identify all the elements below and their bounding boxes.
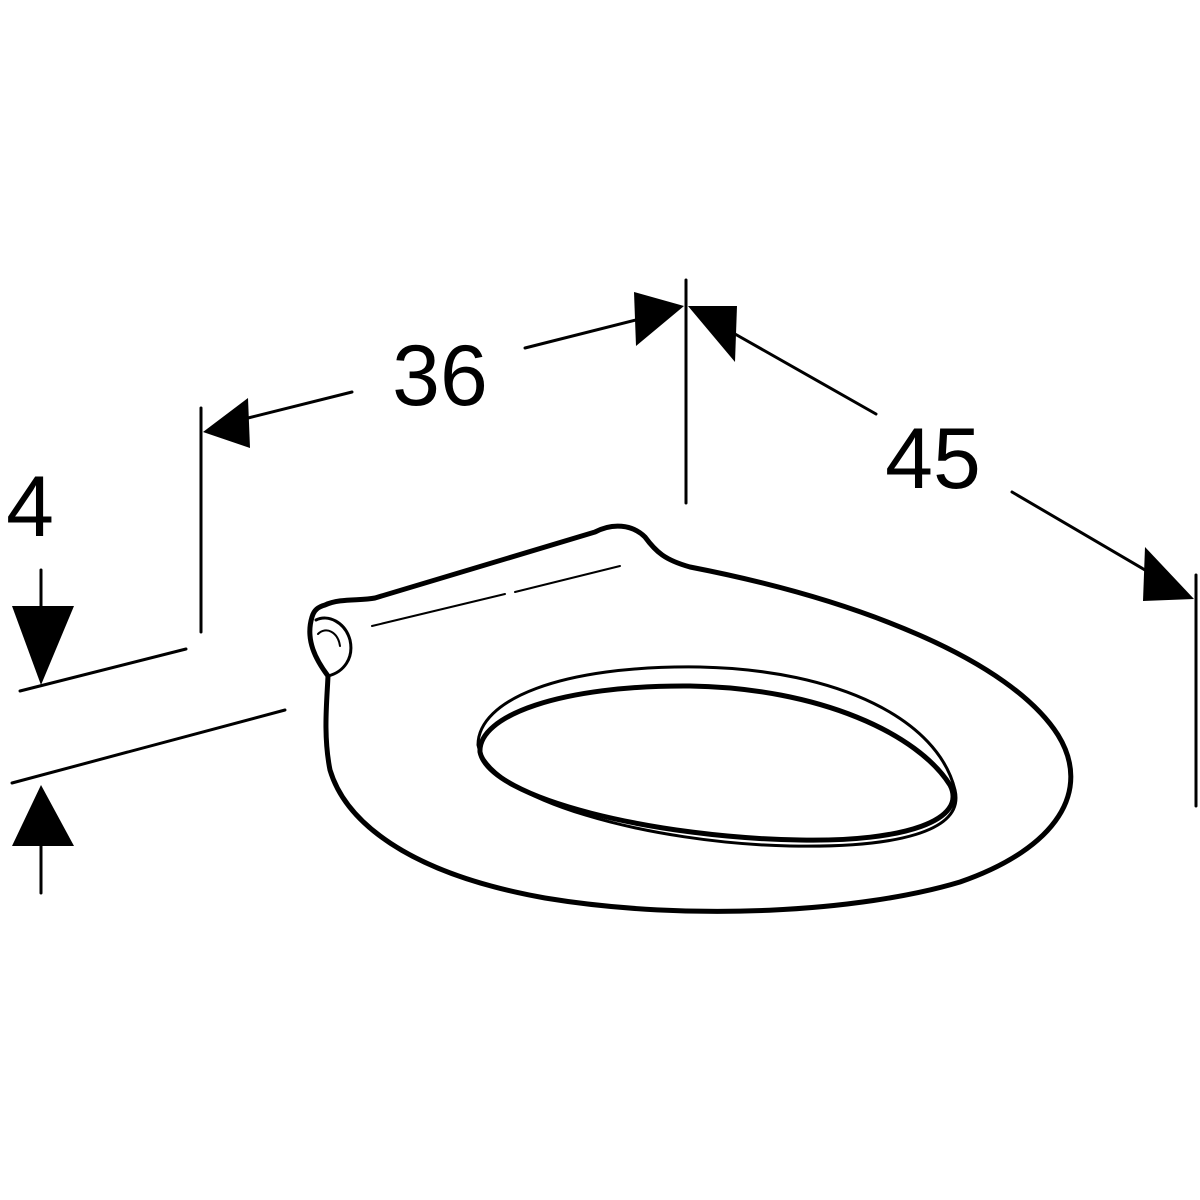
seat-opening-rim	[476, 665, 958, 848]
height-dimension: 4	[6, 459, 287, 895]
toilet-seat	[307, 523, 1074, 914]
depth-dimension: 45	[688, 306, 1198, 808]
width-dimension-line-left	[246, 390, 354, 420]
seat-hinge-cap	[314, 616, 353, 678]
width-arrow-right	[634, 292, 684, 346]
height-arrow-down	[12, 606, 74, 685]
height-label: 4	[6, 459, 54, 555]
seat-outer-contour	[307, 523, 1074, 914]
height-arrow-up	[12, 785, 74, 846]
seat-hinge-detail	[317, 629, 341, 647]
width-dimension-line-right	[523, 318, 638, 350]
depth-dimension-line-top	[733, 332, 878, 416]
width-arrow-left	[203, 398, 250, 448]
depth-arrow-bottom	[1143, 547, 1194, 601]
depth-label: 45	[885, 411, 981, 507]
width-label: 36	[392, 328, 488, 424]
depth-dimension-line-bottom	[1010, 490, 1147, 572]
height-extension-top	[18, 647, 188, 693]
height-extension-bottom	[10, 708, 287, 785]
seat-opening-edge	[477, 683, 956, 843]
seat-edge-highlight-2	[514, 565, 621, 593]
seat-edge-highlight-1	[371, 593, 506, 627]
width-dimension: 36	[199, 278, 688, 634]
depth-arrow-top	[688, 306, 737, 362]
